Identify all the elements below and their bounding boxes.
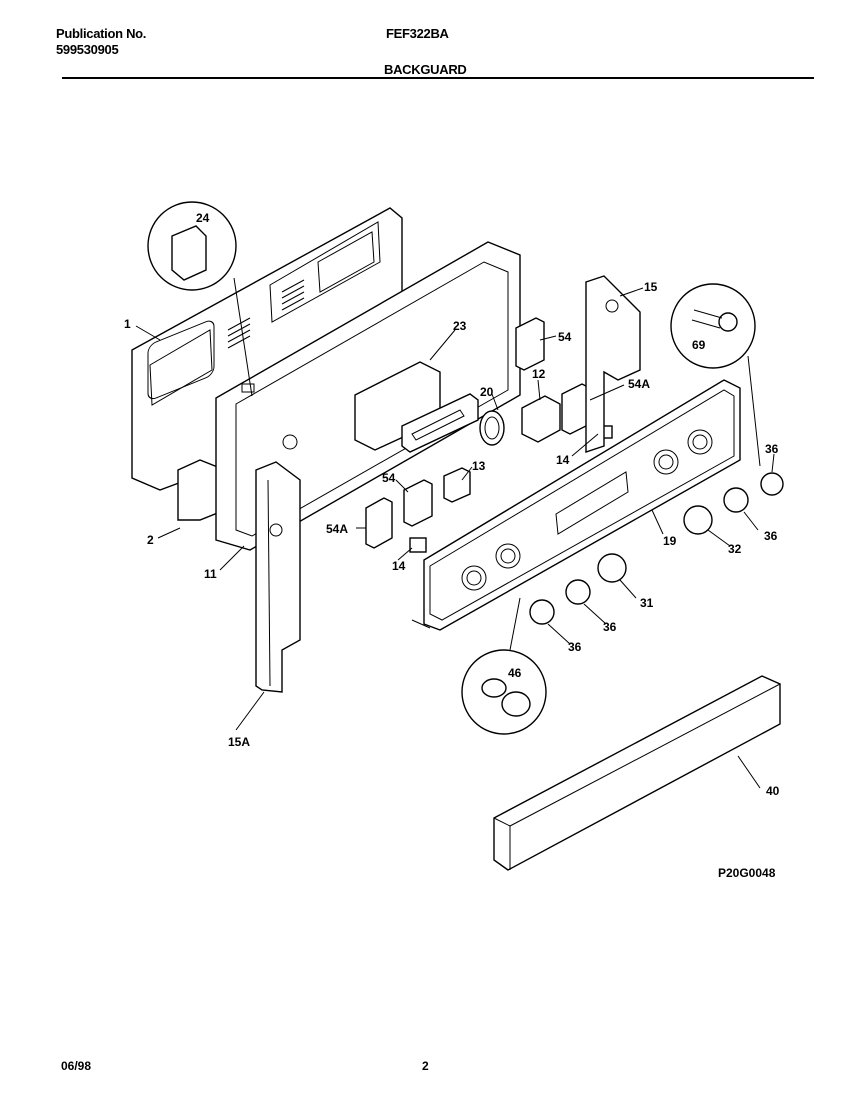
callout-46: 46: [508, 666, 522, 680]
switch-detail-inset: [147, 201, 237, 291]
callout-31: 31: [640, 596, 654, 610]
callout-54a-upper: 54A: [628, 377, 650, 391]
callout-11: 11: [204, 567, 217, 581]
callout-54-upper: 54: [558, 330, 572, 344]
knob-set: [529, 472, 784, 625]
section-title: BACKGUARD: [384, 62, 467, 77]
clock-timer: [354, 361, 479, 453]
callout-23: 23: [453, 319, 467, 333]
callout-40: 40: [766, 784, 780, 798]
publication-number: 599530905: [56, 42, 119, 57]
page-number: 2: [422, 1059, 429, 1073]
callout-54a-lower: 54A: [326, 522, 348, 536]
control-panel: [411, 379, 741, 631]
callout-14-lower: 14: [392, 559, 406, 573]
coil-element: [479, 410, 505, 446]
left-end-bracket: [255, 461, 301, 693]
callout-32: 32: [728, 542, 742, 556]
callout-54-lower: 54: [382, 471, 396, 485]
callout-13: 13: [472, 459, 486, 473]
callout-36-right: 36: [764, 529, 778, 543]
callout-15a: 15A: [228, 735, 250, 749]
right-end-bracket: [585, 275, 641, 453]
callout-labels: 1 2 11 12 13 14 14 15 15A 19 20 23 24 31…: [124, 211, 780, 798]
header-rule: [62, 77, 814, 79]
callout-24: 24: [196, 211, 210, 225]
callout-14-upper: 14: [556, 453, 570, 467]
relay: [521, 395, 561, 443]
callout-1: 1: [124, 317, 131, 331]
lower-trim: [493, 675, 781, 871]
callout-12: 12: [532, 367, 546, 381]
callout-36-top: 36: [765, 442, 779, 456]
callout-36-bottom: 36: [568, 640, 582, 654]
callout-20: 20: [480, 385, 494, 399]
switch-group: [365, 317, 613, 553]
footer-date: 06/98: [61, 1059, 92, 1073]
publication-label: Publication No.: [56, 26, 147, 41]
callout-69: 69: [692, 338, 706, 352]
figure-code: P20G0048: [718, 866, 776, 880]
callout-36-mid: 36: [603, 620, 617, 634]
leader-lines: [135, 277, 775, 789]
callout-19: 19: [663, 534, 677, 548]
knob-detail-inset: [461, 649, 547, 735]
callout-15: 15: [644, 280, 658, 294]
callout-2: 2: [147, 533, 154, 547]
screw-detail-inset: [670, 283, 756, 369]
model-number: FEF322BA: [386, 26, 449, 41]
